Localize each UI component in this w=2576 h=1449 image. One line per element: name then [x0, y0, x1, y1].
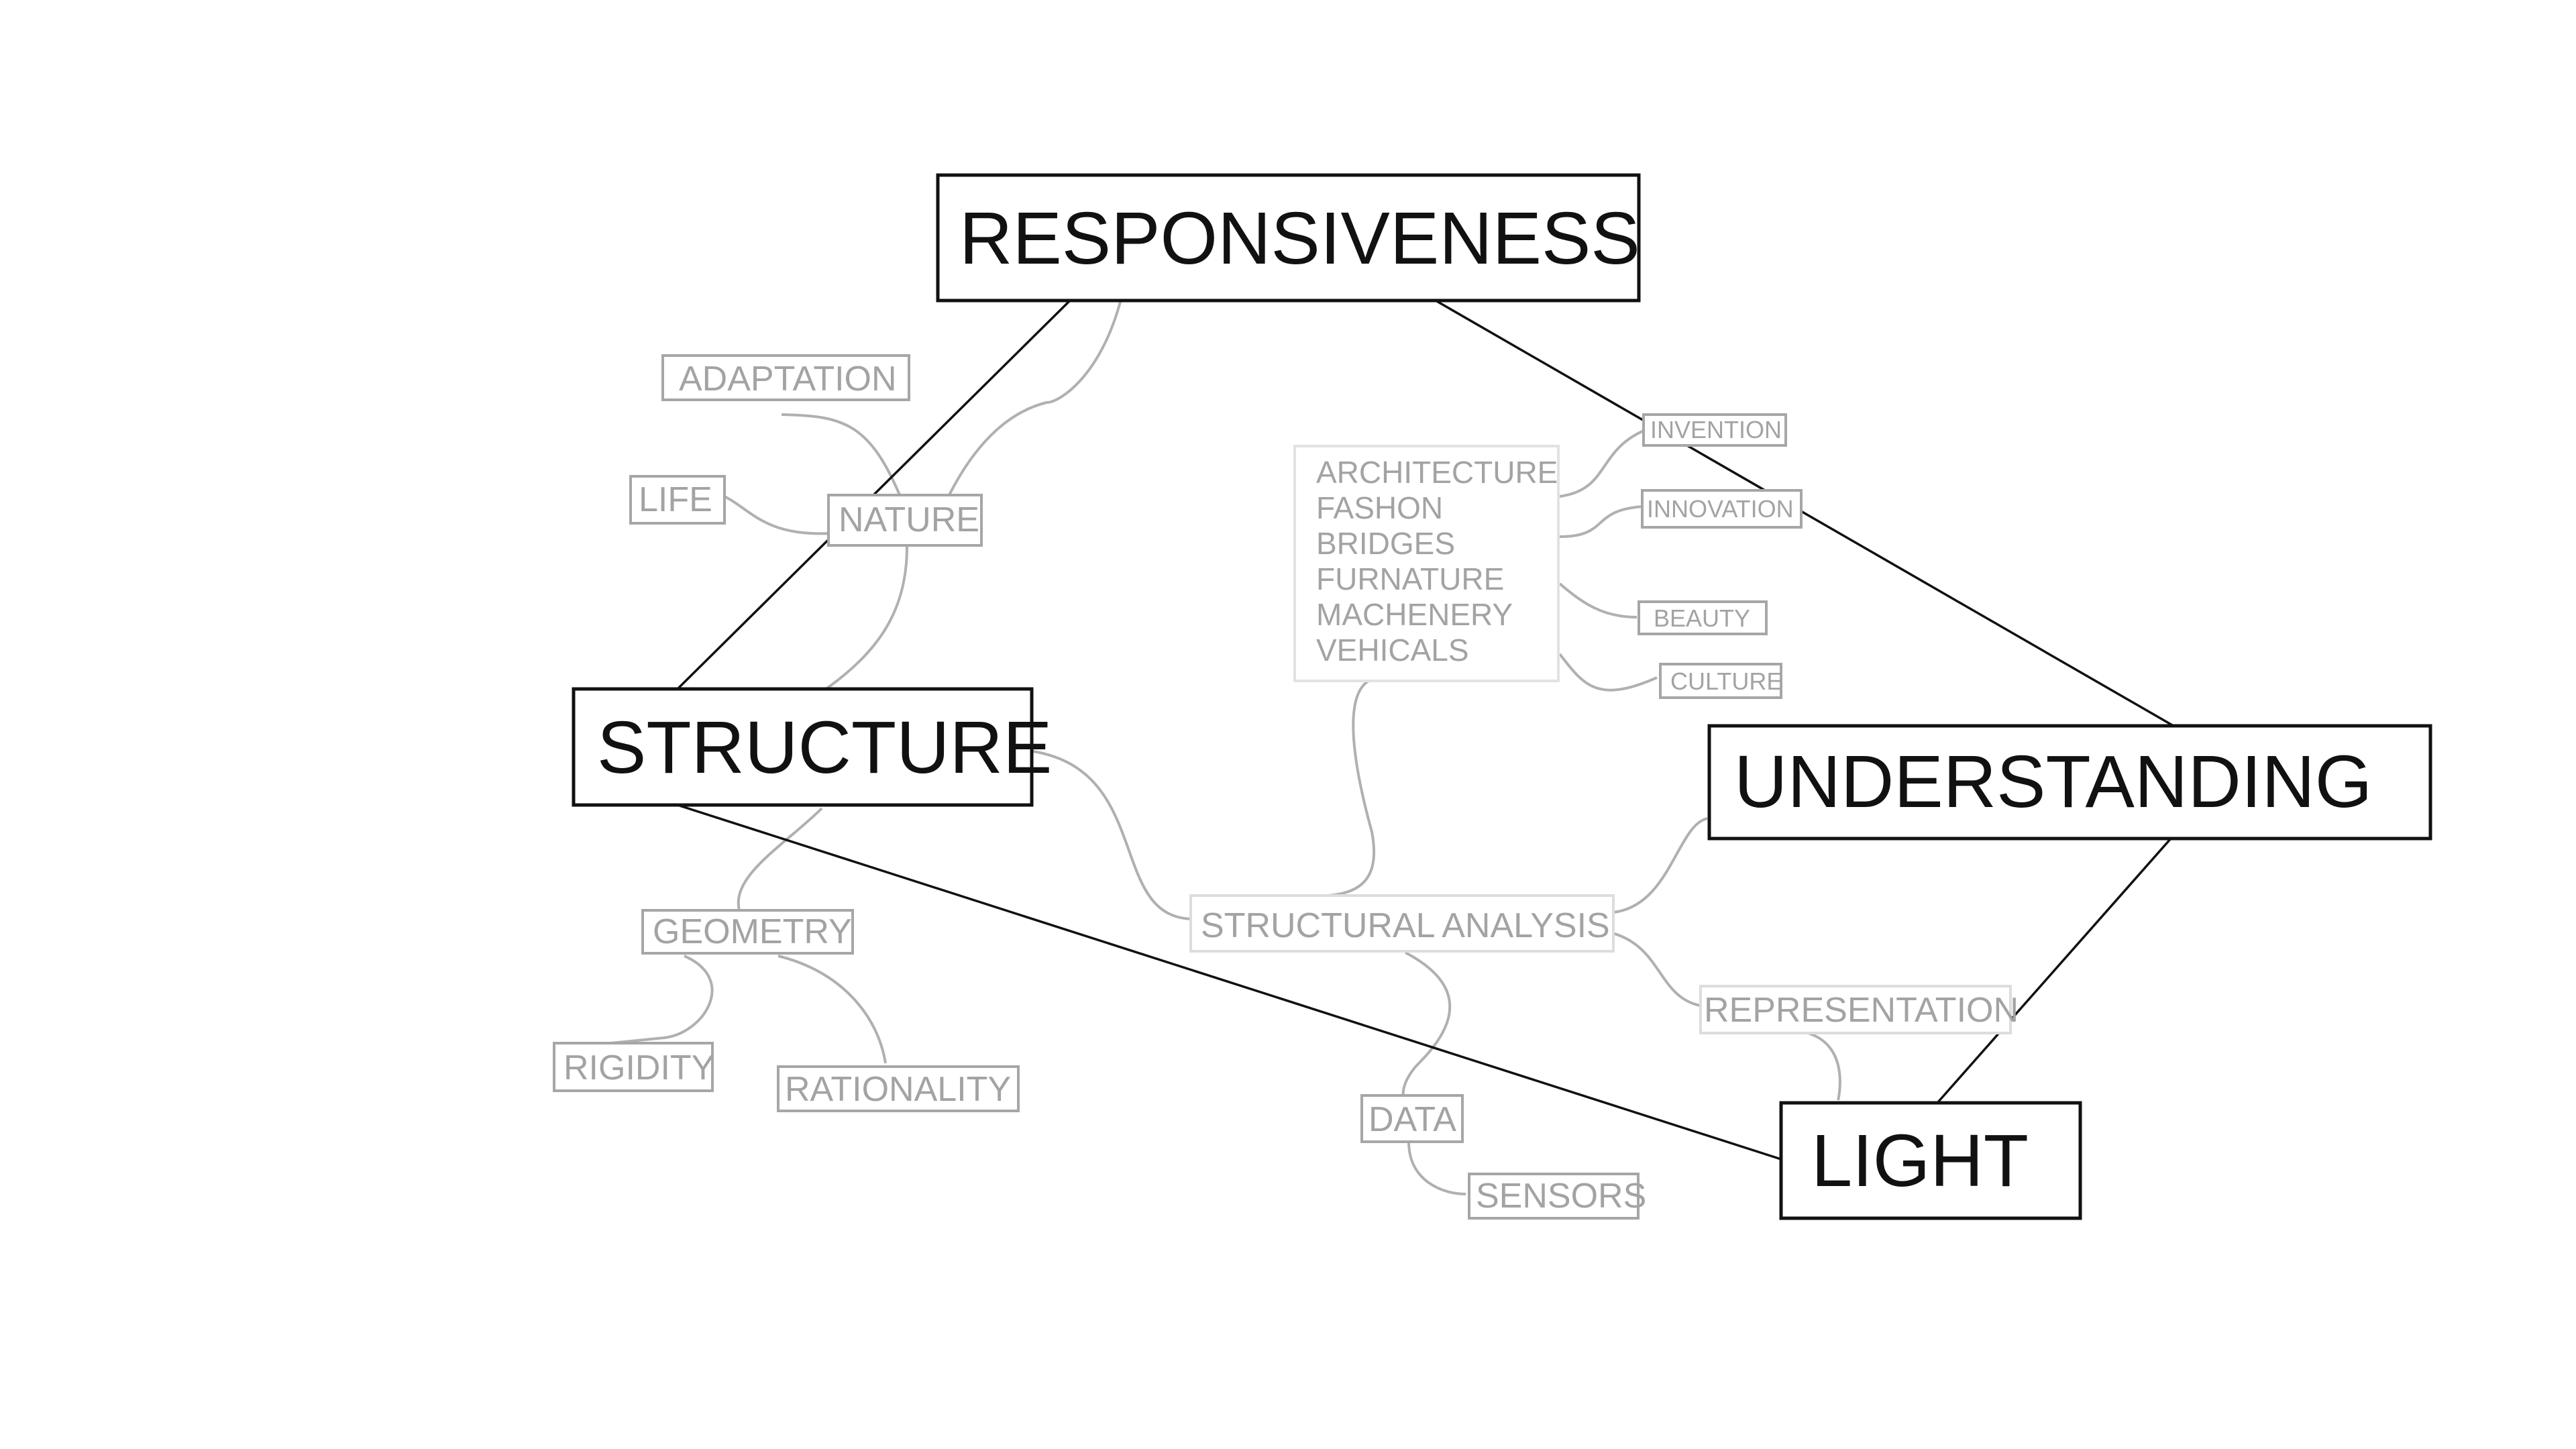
- understanding-label: UNDERSTANDING: [1734, 741, 2372, 823]
- light-label: LIGHT: [1811, 1120, 2029, 1202]
- geometry-label: GEOMETRY: [653, 912, 852, 951]
- culture-label: CULTURE: [1670, 667, 1782, 695]
- data-label: DATA: [1368, 1100, 1456, 1139]
- rigidity-node: RIGIDITY: [553, 1042, 714, 1092]
- understanding-node: UNDERSTANDING: [1707, 724, 2432, 841]
- data-node: DATA: [1360, 1094, 1464, 1143]
- life-node: LIFE: [629, 475, 726, 525]
- nature-label: NATURE: [839, 500, 979, 539]
- invention-node: INVENTION: [1642, 413, 1787, 447]
- structure-label: STRUCTURE: [597, 706, 1052, 789]
- life-label: LIFE: [639, 480, 712, 519]
- responsiveness-label: RESPONSIVENESS: [959, 197, 1640, 280]
- application-item: VEHICALS: [1316, 633, 1469, 667]
- structural-analysis-node: STRUCTURAL ANALYSIS: [1189, 894, 1615, 953]
- representation-node: REPRESENTATION: [1699, 985, 2019, 1034]
- primary-links: [676, 299, 2174, 1161]
- rationality-node: RATIONALITY: [777, 1065, 1020, 1112]
- representation-label: REPRESENTATION: [1704, 991, 2019, 1030]
- sensors-node: SENSORS: [1468, 1173, 1646, 1220]
- sensors-label: SENSORS: [1476, 1177, 1646, 1216]
- invention-label: INVENTION: [1650, 416, 1782, 443]
- adaptation-node: ADAPTATION: [661, 354, 910, 401]
- application-item: ARCHITECTURE: [1316, 455, 1558, 490]
- rationality-label: RATIONALITY: [785, 1070, 1011, 1109]
- application-item: MACHENERY: [1316, 597, 1513, 632]
- structural-analysis-label: STRUCTURAL ANALYSIS: [1201, 906, 1610, 945]
- rigidity-label: RIGIDITY: [564, 1049, 714, 1087]
- application-item: FASHON: [1316, 490, 1443, 525]
- innovation-node: INNOVATION: [1641, 489, 1803, 529]
- application-item: FURNATURE: [1316, 561, 1504, 596]
- geometry-node: GEOMETRY: [641, 909, 854, 955]
- nature-node: NATURE: [827, 494, 983, 547]
- secondary-links: [610, 301, 1841, 1195]
- responsiveness-node: RESPONSIVENESS: [936, 173, 1641, 303]
- adaptation-label: ADAPTATION: [679, 360, 897, 398]
- innovation-label: INNOVATION: [1647, 495, 1794, 523]
- structure-node: STRUCTURE: [572, 687, 1052, 807]
- light-node: LIGHT: [1779, 1101, 2082, 1220]
- beauty-node: BEAUTY: [1638, 600, 1768, 635]
- applications-box: ARCHITECTURE FASHON BRIDGES FURNATURE MA…: [1293, 445, 1560, 682]
- beauty-label: BEAUTY: [1654, 604, 1750, 632]
- application-item: BRIDGES: [1316, 526, 1455, 561]
- culture-node: CULTURE: [1659, 663, 1782, 699]
